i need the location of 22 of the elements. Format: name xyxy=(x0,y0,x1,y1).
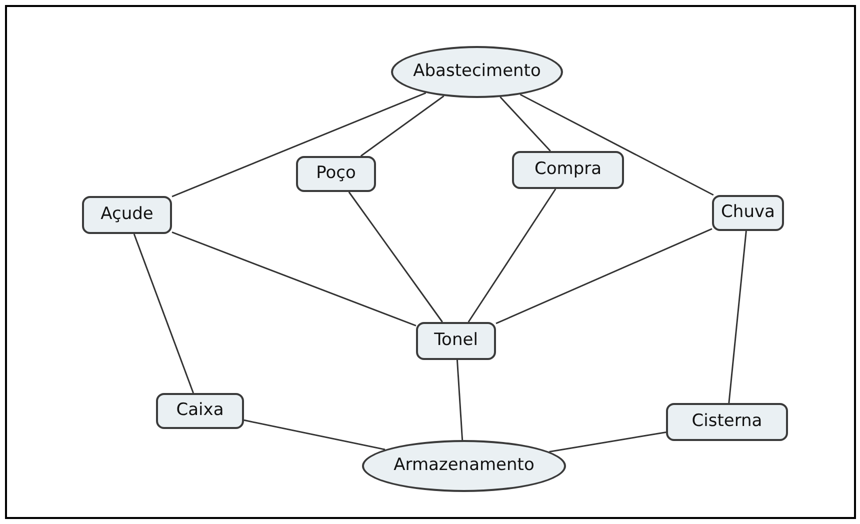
rounded-box: Chuva xyxy=(712,195,784,231)
ellipse-node: Abastecimento xyxy=(391,46,563,98)
connector-line xyxy=(728,230,747,404)
rounded-box: Poço xyxy=(296,156,376,192)
rounded-box: Açude xyxy=(82,196,172,234)
connector-line xyxy=(520,94,714,196)
connector-line xyxy=(172,232,416,326)
connector-line xyxy=(468,188,556,322)
connector-line xyxy=(500,96,551,152)
connector-line xyxy=(348,192,443,322)
ellipse-node: Armazenamento xyxy=(362,440,566,492)
connector-line xyxy=(496,228,712,324)
connector-line xyxy=(456,360,464,440)
connector-line xyxy=(244,419,386,450)
rounded-box: Compra xyxy=(512,151,624,189)
connector-line xyxy=(133,234,194,394)
rounded-box: Tonel xyxy=(416,322,496,360)
connector-line xyxy=(172,92,426,198)
connector-line xyxy=(360,95,444,157)
connector-line xyxy=(549,431,666,452)
rounded-box: Caixa xyxy=(156,393,244,429)
rounded-box: Cisterna xyxy=(666,403,788,441)
